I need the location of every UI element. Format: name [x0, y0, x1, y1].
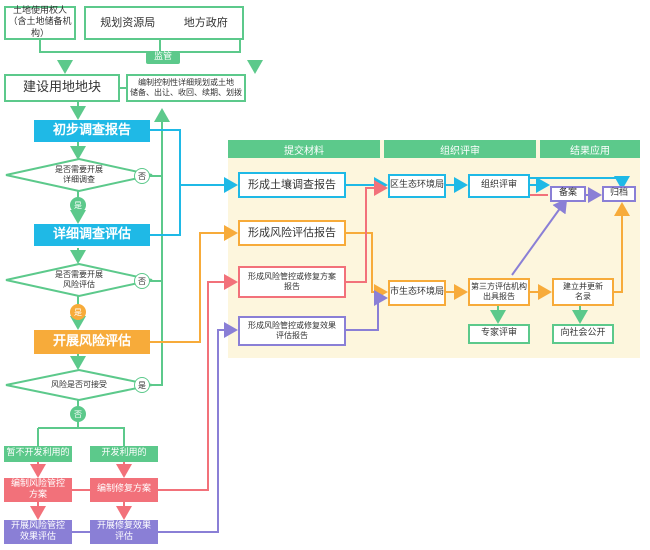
risk-control-plan-box: 编制风险管控 方案	[4, 478, 72, 502]
filing-box: 备案	[550, 186, 586, 202]
planning-gov-box: 规划资源局 地方政府	[84, 6, 244, 40]
header-submit-materials: 提交材料	[228, 140, 380, 158]
no-circle-1: 否	[134, 168, 150, 184]
risk-report-box: 形成风险评估报告	[238, 220, 346, 246]
yes-circle-3: 是	[134, 377, 150, 393]
soil-report-box: 形成土壤调查报告	[238, 172, 346, 198]
no-circle-3: 否	[70, 406, 86, 422]
expert-review-box: 专家评审	[468, 324, 530, 344]
not-develop-label: 暂不开发利用的	[4, 446, 72, 462]
decision-risk-label: 是否需要开展 风险评估	[55, 270, 103, 289]
construction-plot-box: 建设用地地块	[4, 74, 120, 102]
decision-accept-label: 风险是否可接受	[51, 380, 107, 389]
detailed-survey-box: 详细调查评估	[34, 224, 150, 246]
remediation-plan-box: 编制修复方案	[90, 478, 158, 502]
establish-list-box: 建立并更新 名录	[552, 278, 614, 306]
decision-risk-diamond	[5, 263, 153, 297]
yes-circle-2: 是	[70, 304, 86, 320]
header-result-application: 结果应用	[540, 140, 640, 158]
archive-box: 归档	[602, 186, 636, 202]
control-plan-report-box: 形成风险管控或修复方案 报告	[238, 266, 346, 298]
header-organize-review: 组织评审	[384, 140, 536, 158]
initial-survey-box: 初步调查报告	[34, 120, 150, 142]
effect-report-box: 形成风险管控或修复效果 评估报告	[238, 316, 346, 346]
planning-bureau-label: 规划资源局	[100, 16, 156, 30]
supervise-tag: 监管	[146, 52, 180, 64]
decision-accept-diamond	[5, 369, 153, 401]
publish-box: 向社会公开	[552, 324, 614, 344]
yes-circle-1: 是	[70, 197, 86, 213]
no-circle-2: 否	[134, 273, 150, 289]
decision-detail-label: 是否需要开展 详细调查	[55, 165, 103, 184]
local-gov-label: 地方政府	[183, 16, 228, 30]
planning-note-box: 编制控制性详细规划或土地 储备、出让、收回、续期、划拨	[126, 74, 246, 102]
decision-detail-diamond	[5, 158, 153, 192]
develop-label: 开发利用的	[90, 446, 158, 462]
risk-assess-box: 开展风险评估	[34, 330, 150, 354]
land-user-box: 土地使用权人 （含土地储备机构）	[4, 6, 76, 40]
organize-review-box: 组织评审	[468, 174, 530, 198]
remediation-effect-box: 开展修复效果 评估	[90, 520, 158, 544]
district-bureau-box: 区生态环境局	[388, 174, 446, 198]
city-bureau-box: 市生态环境局	[388, 280, 446, 306]
third-party-box: 第三方评估机构 出具报告	[468, 278, 530, 306]
control-effect-box: 开展风险管控 效果评估	[4, 520, 72, 544]
